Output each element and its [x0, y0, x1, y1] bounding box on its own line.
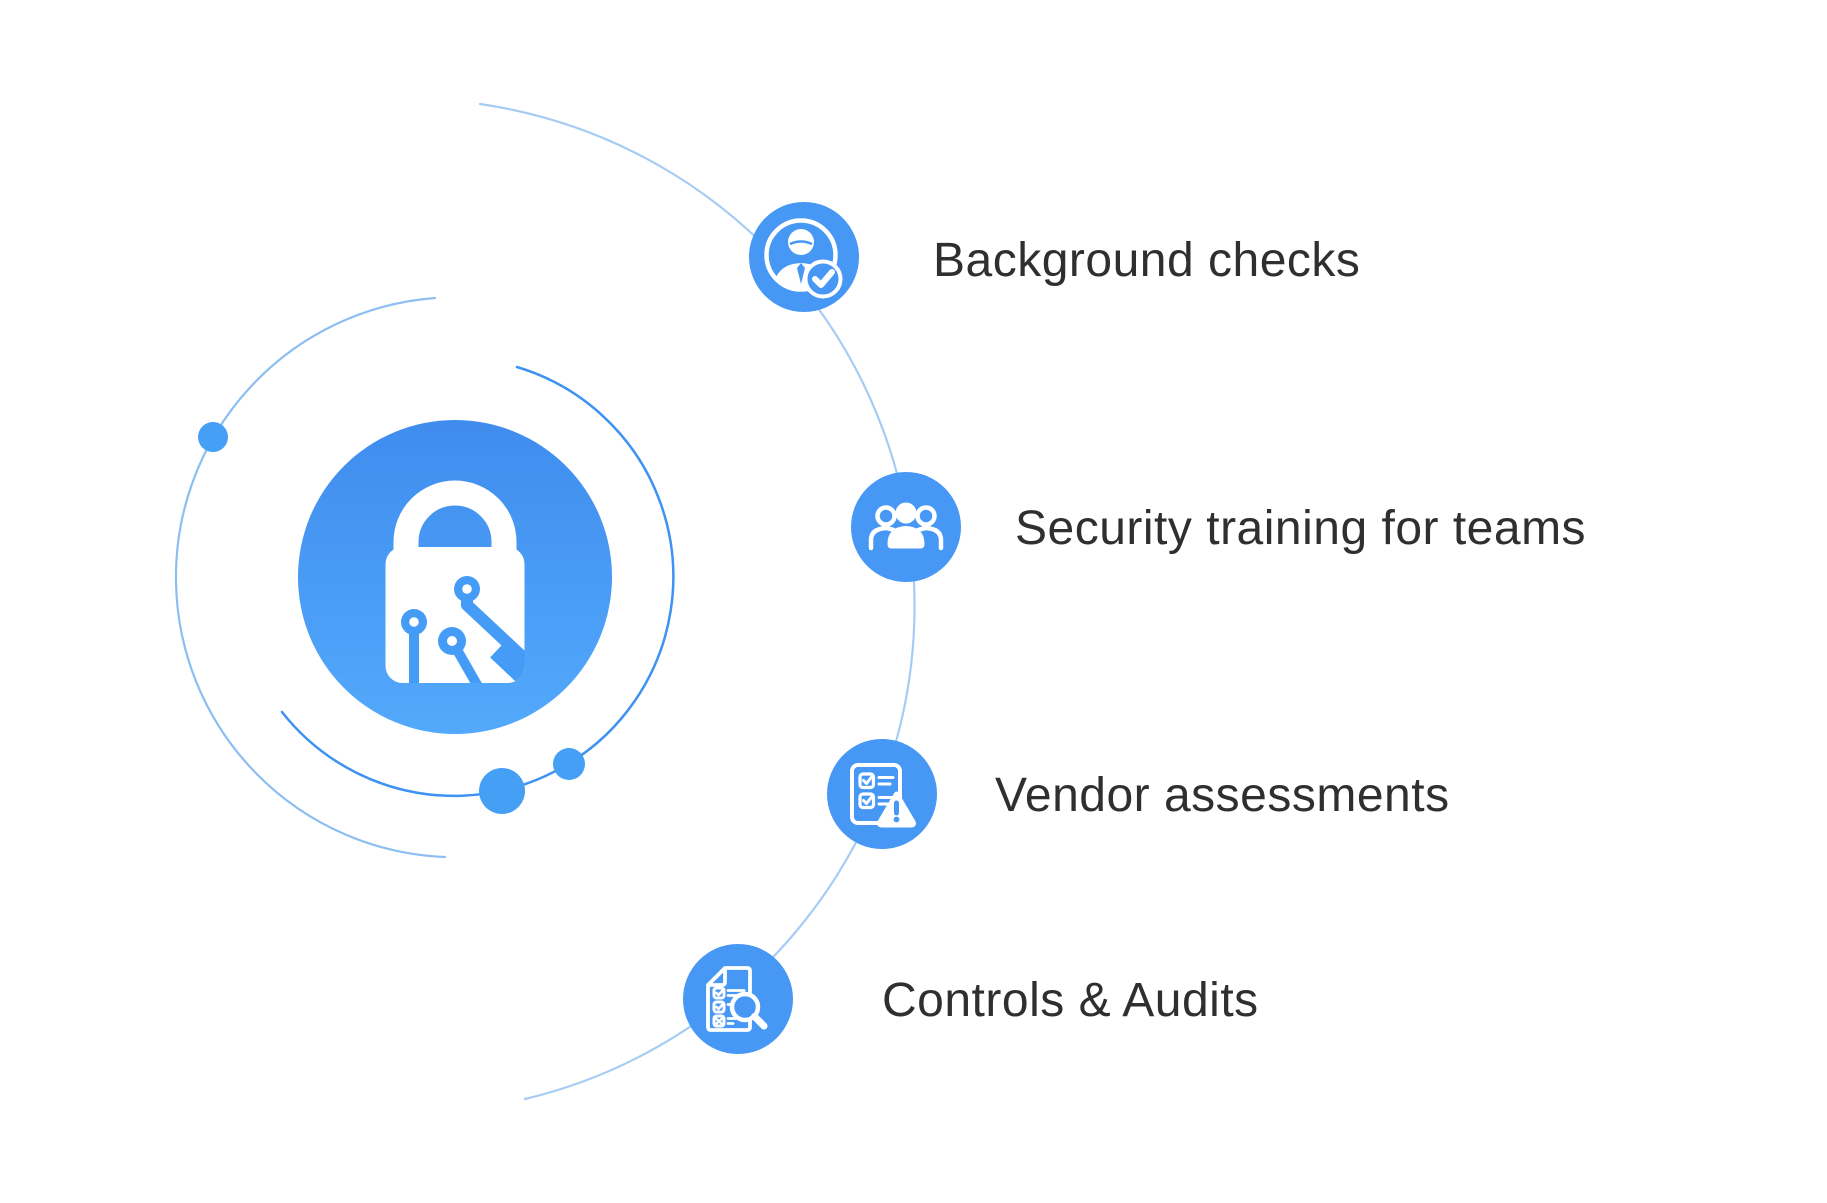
- team-icon: [851, 472, 961, 582]
- person-check-icon: [749, 202, 859, 312]
- label-background-checks: Background checks: [933, 234, 1361, 287]
- orbit-dot-small: [553, 748, 585, 780]
- node-vendor-assessments: [827, 739, 937, 849]
- circuit-lock-icon: [385, 480, 525, 683]
- orbit-dot-large: [479, 768, 525, 814]
- central-lock-emblem: [298, 420, 612, 734]
- label-vendor-assessments: Vendor assessments: [995, 769, 1450, 822]
- node-security-training: [851, 472, 961, 582]
- node-background-checks: [749, 202, 859, 312]
- node-controls-audits: [683, 944, 793, 1054]
- left-orbit-arc: [174, 296, 447, 859]
- warning-triangle-icon: [877, 791, 916, 828]
- magnifier-icon: [729, 991, 768, 1030]
- document-search-icon: [683, 944, 793, 1054]
- inner-orbit-arc: [280, 365, 675, 798]
- checklist-warning-icon: [827, 739, 937, 849]
- orbit-dot-left: [198, 422, 228, 452]
- label-security-training: Security training for teams: [1015, 502, 1587, 555]
- label-controls-audits: Controls & Audits: [882, 974, 1259, 1027]
